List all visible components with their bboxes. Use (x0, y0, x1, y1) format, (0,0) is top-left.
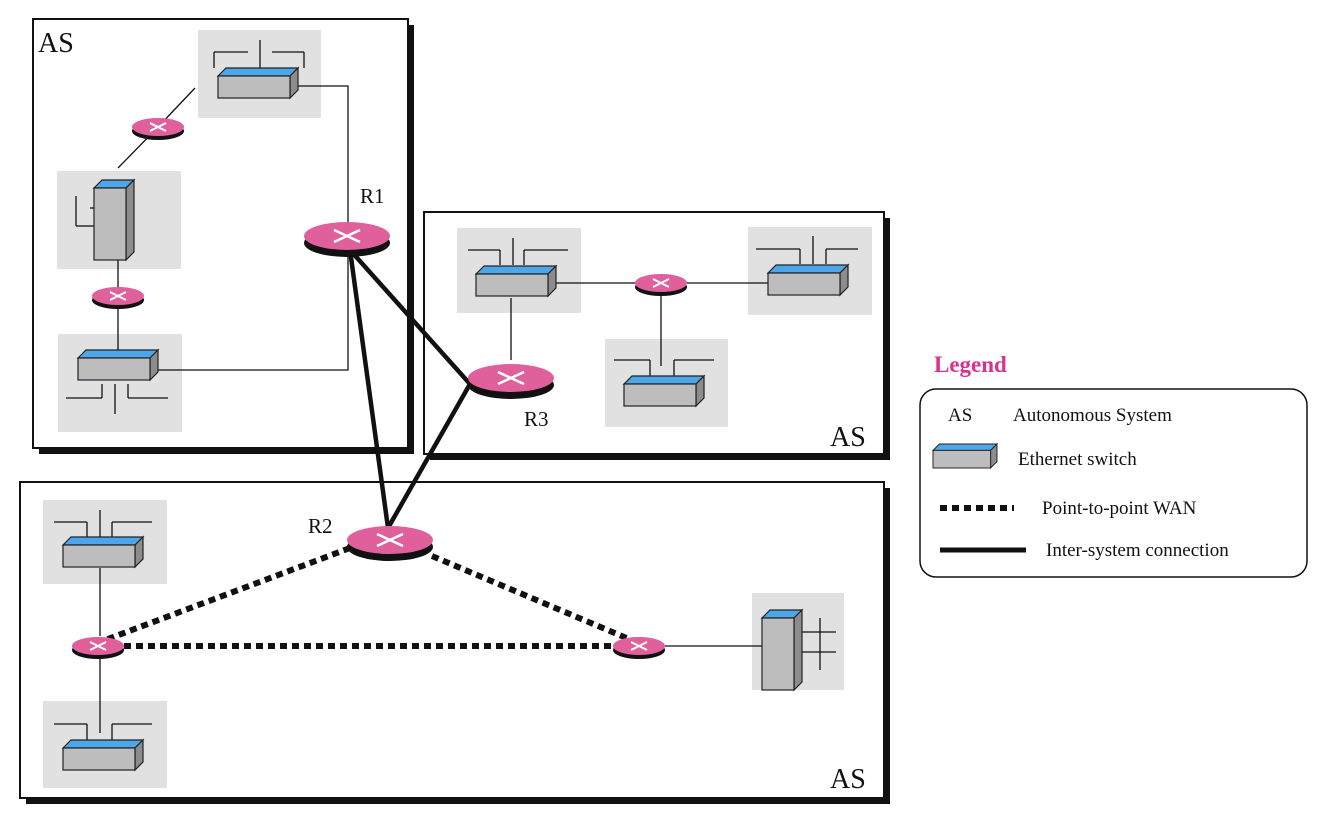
ethernet-switch-icon (623, 375, 705, 407)
as-label-bottom: AS (830, 764, 866, 795)
router-icon (91, 286, 145, 310)
router-icon (612, 636, 666, 660)
legend-title: Legend (934, 352, 1007, 377)
wan-links (98, 545, 638, 649)
ethernet-switch-icon (761, 609, 803, 691)
ethernet-switch-icon (932, 443, 998, 469)
legend: Legend AS Autonomous System Ethernet swi… (919, 352, 1308, 578)
inter-system-links (347, 248, 472, 530)
router-r1-label: R1 (360, 184, 385, 208)
router-r3-icon (466, 362, 556, 401)
as-box-bottom (19, 481, 890, 804)
ethernet-switch-icon (62, 739, 144, 771)
router-r2-label: R2 (308, 514, 333, 538)
legend-box (919, 388, 1308, 578)
ethernet-switch-icon (77, 349, 159, 381)
ethernet-switch-icon (767, 264, 849, 296)
router-r1-icon (302, 220, 392, 259)
legend-switch-text: Ethernet switch (1018, 449, 1137, 470)
ethernet-switch-icon (475, 265, 557, 297)
legend-as-key: AS (948, 405, 972, 426)
router-r2-icon (345, 524, 435, 563)
router-icon (71, 636, 125, 660)
ethernet-switch-icon (217, 67, 299, 99)
ethernet-switch-icon (93, 179, 135, 261)
as-label-right: AS (830, 422, 866, 453)
legend-wan-text: Point-to-point WAN (1042, 498, 1197, 519)
ethernet-switch-icon (62, 536, 144, 568)
router-icon (131, 117, 185, 141)
legend-inter-text: Inter-system connection (1046, 540, 1229, 561)
legend-as-text: Autonomous System (1013, 405, 1172, 426)
router-r3-label: R3 (524, 407, 549, 431)
router-icon (634, 273, 688, 297)
as-label-top-left: AS (38, 28, 74, 59)
lan-links (54, 40, 858, 740)
